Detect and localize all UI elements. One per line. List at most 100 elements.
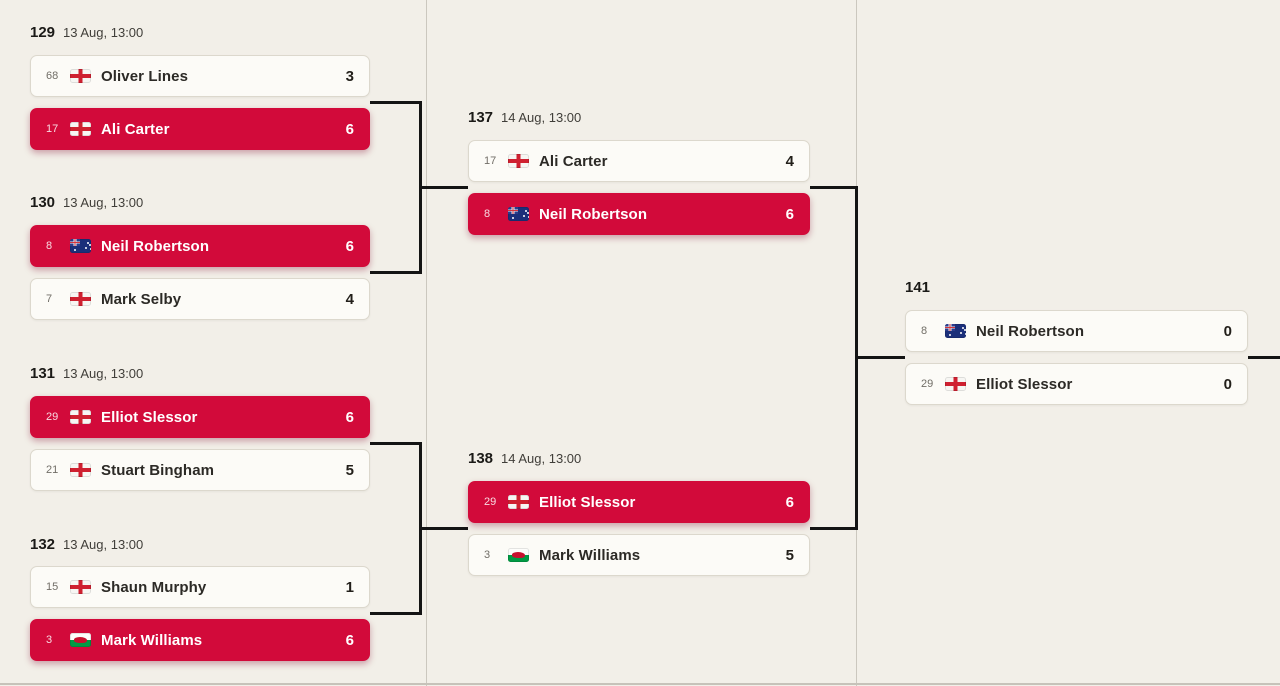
connector-line [419, 186, 468, 189]
match-datetime: 13 Aug, 13:00 [63, 25, 144, 40]
player-score: 4 [345, 290, 354, 308]
player-card[interactable]: 29 Elliot Slessor 0 [905, 363, 1248, 405]
match-number: 130 [30, 194, 56, 211]
match-header: 138 14 Aug, 13:00 [468, 450, 581, 467]
match-number: 131 [30, 365, 56, 382]
connector-line [419, 527, 468, 530]
seed-number: 21 [46, 464, 59, 476]
player-score: 6 [345, 237, 354, 255]
match-number: 141 [905, 279, 931, 296]
player-card[interactable]: 8 Neil Robertson 6 [468, 193, 810, 235]
player-score: 6 [345, 631, 354, 649]
player-name: Mark Selby [101, 290, 182, 308]
seed-number: 15 [46, 581, 59, 593]
player-name: Elliot Slessor [976, 375, 1073, 393]
player-name: Elliot Slessor [539, 493, 636, 511]
england-flag [508, 495, 529, 509]
player-score: 6 [785, 493, 794, 511]
player-card[interactable]: 17 Ali Carter 6 [30, 108, 370, 150]
seed-number: 29 [484, 496, 497, 508]
bottom-border [0, 683, 1280, 685]
england-flag [70, 292, 91, 306]
player-name: Shaun Murphy [101, 578, 207, 596]
column-divider [426, 0, 427, 686]
match-number: 132 [30, 536, 56, 553]
player-card[interactable]: 21 Stuart Bingham 5 [30, 449, 370, 491]
player-name: Ali Carter [101, 120, 170, 138]
player-card[interactable]: 29 Elliot Slessor 6 [30, 396, 370, 438]
player-name: Mark Williams [539, 546, 641, 564]
player-card[interactable]: 8 Neil Robertson 6 [30, 225, 370, 267]
match-datetime: 14 Aug, 13:00 [501, 451, 582, 466]
connector-line [810, 186, 858, 189]
england-flag [70, 122, 91, 136]
connector-line [370, 442, 422, 445]
england-flag [70, 69, 91, 83]
match-datetime: 13 Aug, 13:00 [63, 537, 144, 552]
seed-number: 17 [46, 123, 59, 135]
match-number: 137 [468, 109, 494, 126]
match-datetime: 13 Aug, 13:00 [63, 366, 144, 381]
match-header: 141 [905, 279, 938, 296]
player-score: 0 [1223, 375, 1232, 393]
match-datetime: 14 Aug, 13:00 [501, 110, 582, 125]
connector-line [370, 271, 422, 274]
player-name: Neil Robertson [976, 322, 1085, 340]
australia-flag [508, 207, 529, 221]
match-header: 129 13 Aug, 13:00 [30, 24, 143, 41]
connector-line [810, 527, 858, 530]
match-number: 138 [468, 450, 494, 467]
player-name: Neil Robertson [539, 205, 648, 223]
seed-number: 68 [46, 70, 59, 82]
seed-number: 3 [484, 549, 491, 561]
player-card[interactable]: 17 Ali Carter 4 [468, 140, 810, 182]
player-score: 3 [345, 67, 354, 85]
player-name: Elliot Slessor [101, 408, 198, 426]
seed-number: 7 [46, 293, 53, 305]
seed-number: 8 [484, 208, 491, 220]
player-score: 5 [345, 461, 354, 479]
match-datetime: 13 Aug, 13:00 [63, 195, 144, 210]
player-name: Oliver Lines [101, 67, 189, 85]
connector-line [855, 356, 905, 359]
match-number: 129 [30, 24, 56, 41]
australia-flag [70, 239, 91, 253]
seed-number: 8 [46, 240, 53, 252]
seed-number: 17 [484, 155, 497, 167]
player-card[interactable]: 68 Oliver Lines 3 [30, 55, 370, 97]
player-score: 0 [1223, 322, 1232, 340]
player-card[interactable]: 3 Mark Williams 5 [468, 534, 810, 576]
player-name: Neil Robertson [101, 237, 210, 255]
england-flag [945, 377, 966, 391]
seed-number: 8 [921, 325, 928, 337]
player-name: Mark Williams [101, 631, 203, 649]
match-header: 132 13 Aug, 13:00 [30, 536, 143, 553]
player-card[interactable]: 3 Mark Williams 6 [30, 619, 370, 661]
player-name: Stuart Bingham [101, 461, 215, 479]
england-flag [70, 580, 91, 594]
player-card[interactable]: 29 Elliot Slessor 6 [468, 481, 810, 523]
connector-line [370, 101, 422, 104]
player-score: 6 [345, 408, 354, 426]
player-card[interactable]: 15 Shaun Murphy 1 [30, 566, 370, 608]
england-flag [70, 463, 91, 477]
wales-flag [508, 548, 529, 562]
seed-number: 29 [921, 378, 934, 390]
australia-flag [945, 324, 966, 338]
match-header: 130 13 Aug, 13:00 [30, 194, 143, 211]
match-header: 137 14 Aug, 13:00 [468, 109, 581, 126]
player-score: 4 [785, 152, 794, 170]
wales-flag [70, 633, 91, 647]
player-score: 6 [345, 120, 354, 138]
player-card[interactable]: 7 Mark Selby 4 [30, 278, 370, 320]
england-flag [508, 154, 529, 168]
match-header: 131 13 Aug, 13:00 [30, 365, 143, 382]
player-score: 6 [785, 205, 794, 223]
connector-line [370, 612, 422, 615]
player-name: Ali Carter [539, 152, 608, 170]
seed-number: 29 [46, 411, 59, 423]
seed-number: 3 [46, 634, 53, 646]
player-card[interactable]: 8 Neil Robertson 0 [905, 310, 1248, 352]
player-score: 1 [345, 578, 354, 596]
